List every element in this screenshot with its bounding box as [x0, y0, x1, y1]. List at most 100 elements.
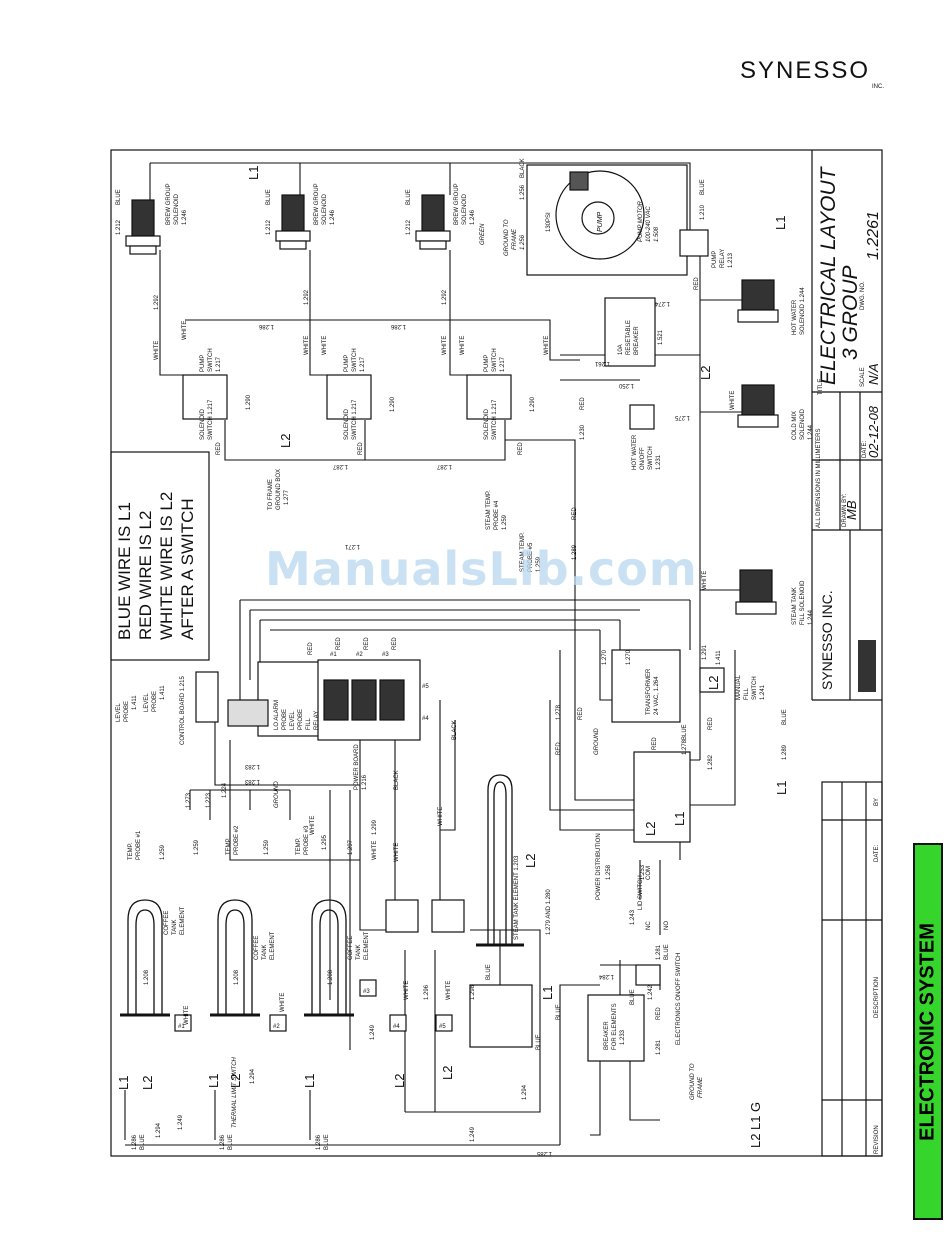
temp-probe-3-label: TEMP. — [296, 837, 302, 855]
coffee-element-2-label-2: TANK — [262, 944, 268, 960]
element-number-4: #4 — [393, 1024, 400, 1030]
wire-1273: 1.273 — [186, 792, 192, 808]
hot-water-switch-label: HOT WATER — [632, 434, 638, 470]
fill-label: FILL — [306, 717, 312, 730]
pump-switch-2 — [326, 374, 372, 420]
wire-green: GREEN — [480, 223, 486, 245]
coffee-element-3-part: 1.208 — [328, 969, 334, 985]
pump-motor-cap — [569, 171, 589, 191]
lid-no: NO — [664, 921, 670, 930]
pump-switch-1 — [182, 374, 228, 420]
breaker-label: 10A — [618, 344, 624, 355]
coffee-element-3-label: COFFEE — [348, 936, 354, 960]
wire-1212-a: 1.212 — [116, 219, 122, 235]
wire-white-steam: WHITE — [702, 571, 708, 590]
wire-1298: 1.298 — [470, 984, 476, 1000]
wire-red-lid: RED — [656, 1007, 662, 1020]
line-l2-right: L2 — [698, 366, 713, 380]
power-distribution-label: POWER DISTRIBUTION — [596, 833, 602, 900]
wire-1224: 1.224 — [222, 782, 228, 798]
wire-red-b: RED — [358, 442, 364, 455]
brew-solenoid-3-part: 1.246 — [470, 209, 476, 225]
brew-solenoid-2 — [275, 194, 311, 250]
wire-red-1289: RED — [572, 507, 578, 520]
scale-label: SCALE — [860, 367, 866, 387]
level-label: LEVEL — [290, 711, 296, 730]
wire-red-f: RED — [652, 737, 658, 750]
ground-frame-bottom-label: GROUND TO — [690, 1063, 696, 1100]
hot-water-switch — [629, 404, 655, 430]
legend-line-3: WHITE WIRE IS L2 — [157, 492, 176, 640]
wire-white-e2: WHITE — [280, 993, 286, 1012]
section-tab-label: ELECTRONIC SYSTEM — [916, 922, 939, 1141]
wire-red-d: RED — [578, 707, 584, 720]
wire-blue-c: BLUE — [406, 189, 412, 205]
ground-box-part: 1.277 — [284, 489, 290, 505]
coffee-element-3 — [311, 899, 347, 1015]
wire-1286-e3: 1.286 — [316, 1134, 322, 1150]
coffee-element-3-label-2: TANK — [356, 944, 362, 960]
control-board-terminal — [195, 671, 219, 723]
wire-1289-b: 1.289 — [782, 744, 788, 760]
temp-probe-1-label-2: PROBE #1 — [136, 830, 142, 860]
breaker-elements-label: BREAKER — [604, 1021, 610, 1050]
description-header: DESCRIPTION — [874, 977, 880, 1018]
date-label: DATE: — [862, 440, 868, 458]
coffee-element-2-label: COFFEE — [254, 936, 260, 960]
line-l1-lower: L1 — [774, 781, 789, 795]
element-breaker-4 — [385, 899, 419, 933]
wire-1286-e2: 1.286 — [220, 1134, 226, 1150]
section-tab: ELECTRONIC SYSTEM — [913, 843, 943, 1220]
pump-switch-2-part: 1.217 — [360, 356, 366, 372]
wire-1285: 1.285 — [536, 1150, 552, 1156]
main-power-l2: L2 — [748, 1134, 763, 1148]
wire-red-board-2: RED — [364, 637, 370, 650]
board-number-4: #4 — [422, 716, 429, 722]
wire-1296: 1.296 — [424, 984, 430, 1000]
coffee-element-1-label: COFFEE — [164, 911, 170, 935]
legend-line-2: RED WIRE IS L2 — [136, 511, 155, 640]
steam-fill-solenoid — [735, 569, 777, 615]
element-tag-1 — [174, 1014, 192, 1032]
wire-1286-a: 1.286 — [258, 323, 274, 329]
wire-red-board-4: RED — [308, 642, 314, 655]
pump-switch-3-label-2: SWITCH — [492, 348, 498, 372]
manualslib-watermark: ManualsLib.com — [265, 542, 698, 596]
wire-white-b: WHITE — [182, 321, 188, 340]
line-l2-element-2: L2 — [228, 1074, 243, 1088]
wire-blue-steam: BLUE — [486, 964, 492, 980]
manual-fill-label-3: SWITCH — [752, 676, 758, 700]
wire-legend: BLUE WIRE IS L1 RED WIRE IS L2 WHITE WIR… — [115, 492, 197, 640]
wire-1278-b: 1.278 — [682, 739, 688, 755]
wire-1270-a: 1.270 — [626, 649, 632, 665]
thermal-limit-switch-label: THERMAL LIMIT SWITCH — [232, 1056, 238, 1128]
rev-date-header: DATE: — [874, 844, 880, 862]
pump-switch-3-label: PUMP — [484, 355, 490, 372]
company-name: SYNESSO INC. — [819, 590, 835, 690]
power-distribution — [633, 751, 691, 843]
temp-probe-2-label: TEMP. — [226, 837, 232, 855]
wire-blue-breaker-b: BLUE — [630, 989, 636, 1005]
wire-1281-a: 1.281 — [656, 944, 662, 960]
wire-1299: 1.299 — [372, 819, 378, 835]
pump-switch-2-label: PUMP — [344, 355, 350, 372]
wire-1250: 1.250 — [618, 382, 634, 388]
steam-fill-solenoid-label-2: FILL SOLENOID — [800, 580, 806, 625]
temp-probe-1-part: 1.259 — [160, 844, 166, 860]
wire-1278-a: 1.278 — [556, 704, 562, 720]
title-label: TITLE — [818, 379, 824, 395]
wire-1283-b: 1.283 — [244, 778, 260, 784]
resettable-breaker — [604, 297, 656, 367]
temp-probe-2-part: 1.259 — [194, 839, 200, 855]
manual-fill-part: 1.241 — [760, 684, 766, 700]
temp-probe-1-label: TEMP. — [128, 842, 134, 860]
breaker-elements-label-2: FOR ELEMENTS — [612, 1003, 618, 1050]
hot-water-solenoid-part: SOLENOID 1.244 — [800, 287, 806, 335]
wire-1290-c: 1.290 — [530, 396, 536, 412]
wire-blue-e3: BLUE — [324, 1134, 330, 1150]
wire-white-temp3: WHITE — [310, 816, 316, 835]
coffee-element-1-part: 1.208 — [144, 969, 150, 985]
manual-fill-label: MANUAL — [736, 674, 742, 700]
control-board — [257, 661, 323, 737]
dwg-no-label: DWG. NO. — [860, 281, 866, 310]
